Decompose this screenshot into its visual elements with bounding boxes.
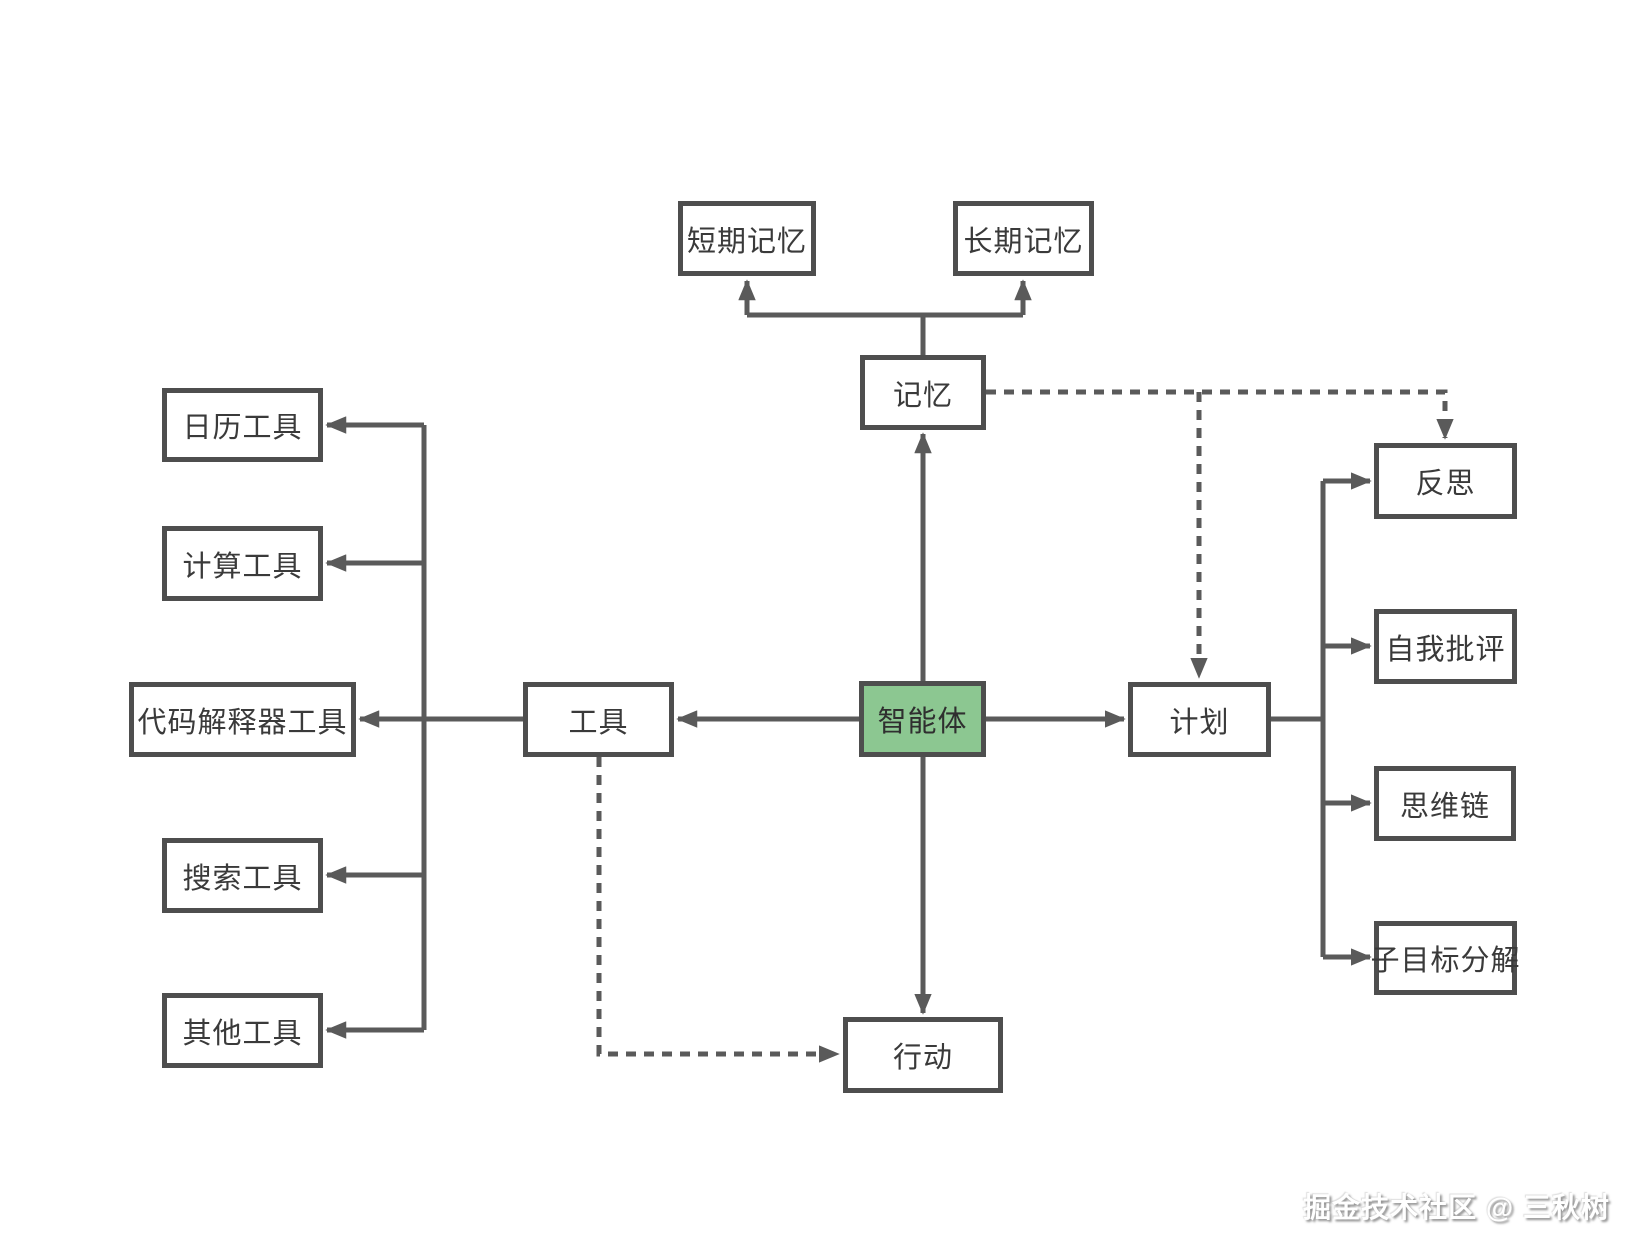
node-calendar-tool: 日历工具 bbox=[162, 388, 323, 462]
watermark: 掘金技术社区 @ 三秋树 bbox=[1303, 1192, 1610, 1223]
node-action: 行动 bbox=[843, 1017, 1003, 1093]
node-label: 计算工具 bbox=[182, 550, 303, 583]
node-label: 代码解释器工具 bbox=[137, 706, 348, 739]
node-label: 智能体 bbox=[877, 706, 968, 738]
edge-tools-action-dashed bbox=[596, 757, 840, 1063]
node-label: 工具 bbox=[568, 706, 629, 739]
node-label: 思维链 bbox=[1399, 790, 1490, 823]
node-label: 计划 bbox=[1169, 706, 1230, 739]
node-label: 反思 bbox=[1415, 468, 1476, 500]
node-agent: 智能体 bbox=[859, 681, 986, 757]
node-search-tool: 搜索工具 bbox=[162, 838, 323, 913]
node-label: 记忆 bbox=[892, 379, 953, 412]
node-tools: 工具 bbox=[523, 682, 674, 757]
node-label: 自我批评 bbox=[1385, 633, 1506, 666]
node-label: 行动 bbox=[892, 1042, 953, 1074]
node-code-interpreter-tool: 代码解释器工具 bbox=[129, 682, 356, 757]
node-self-criticism: 自我批评 bbox=[1374, 609, 1517, 684]
node-label: 其他工具 bbox=[182, 1017, 303, 1050]
node-long-term-memory: 长期记忆 bbox=[953, 201, 1094, 276]
node-other-tools: 其他工具 bbox=[162, 993, 323, 1068]
node-label: 子目标分解 bbox=[1370, 945, 1521, 977]
node-label: 短期记忆 bbox=[686, 225, 807, 258]
node-label: 长期记忆 bbox=[963, 225, 1084, 258]
node-label: 搜索工具 bbox=[182, 862, 303, 895]
node-planning: 计划 bbox=[1128, 682, 1271, 757]
node-label: 日历工具 bbox=[182, 412, 303, 444]
node-reflection: 反思 bbox=[1374, 443, 1517, 519]
node-memory: 记忆 bbox=[860, 355, 986, 430]
node-short-term-memory: 短期记忆 bbox=[678, 201, 816, 276]
node-calculator-tool: 计算工具 bbox=[162, 526, 323, 601]
edge-memory-reflection-dashed bbox=[986, 389, 1454, 440]
node-chain-of-thought: 思维链 bbox=[1374, 766, 1516, 841]
node-subgoal-decomposition: 子目标分解 bbox=[1371, 921, 1520, 995]
